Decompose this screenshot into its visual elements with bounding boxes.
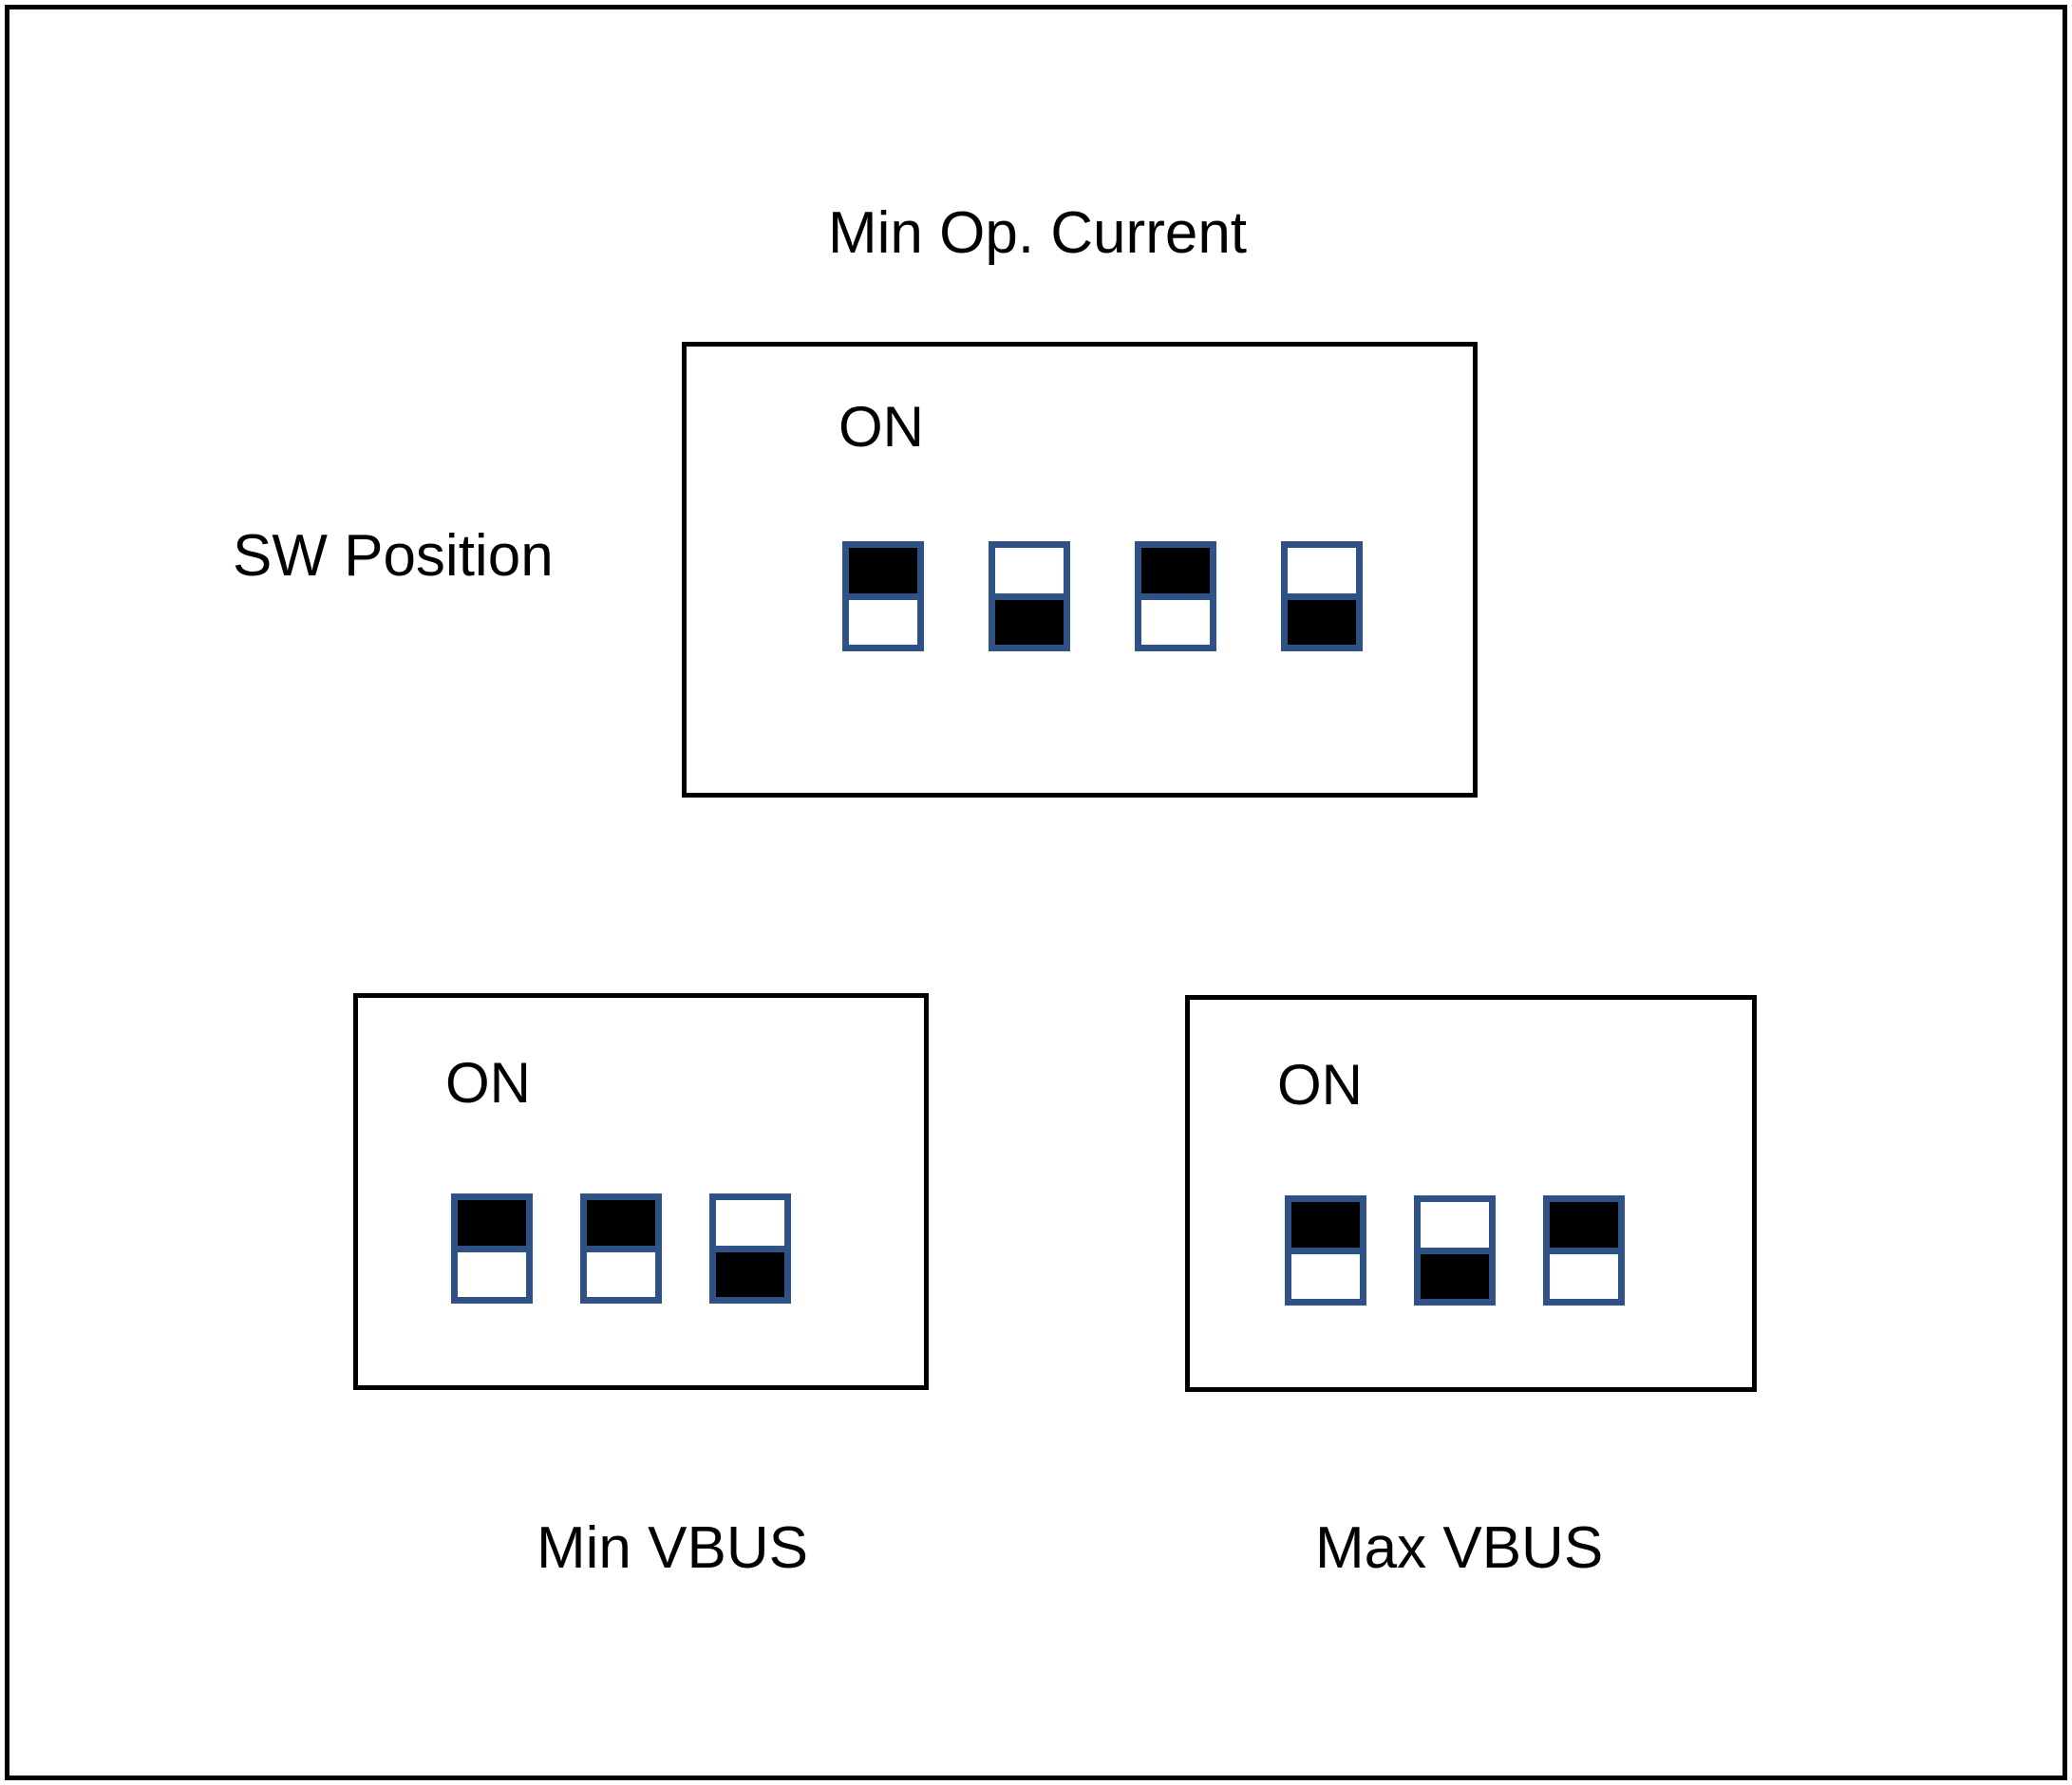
max-vbus-dip-switch-1-divider [1291,1247,1360,1254]
on-label-min-op-current: ON [838,395,924,459]
dip-switch-1-divider [849,592,917,600]
min-vbus-dip-switch-2[interactable] [580,1193,662,1304]
sw-position-label: SW Position [233,523,554,589]
max-vbus-dip-switch-3-divider [1550,1247,1618,1254]
min-vbus-dip-switch-3[interactable] [709,1193,791,1304]
diagram-outer-frame: Min Op. Current SW Position ON [5,5,2067,1780]
max-vbus-dip-switch-1-bottom [1291,1253,1360,1299]
dip-switch-1[interactable] [842,541,924,651]
min-vbus-dip-switch-2-bottom [587,1251,655,1297]
min-vbus-dip-switch-2-top [587,1200,655,1246]
switch-row-min-op-current [842,541,1363,651]
min-vbus-dip-switch-2-divider [587,1245,655,1252]
max-vbus-dip-switch-2-top [1421,1202,1489,1248]
on-label-max-vbus: ON [1277,1053,1363,1117]
max-vbus-dip-switch-2[interactable] [1414,1195,1496,1306]
min-vbus-dip-switch-1-divider [458,1245,526,1252]
min-op-current-title: Min Op. Current [828,200,1248,266]
min-vbus-caption: Min VBUS [537,1515,808,1581]
max-vbus-dip-switch-2-bottom [1421,1253,1489,1299]
min-vbus-dip-switch-1[interactable] [451,1193,533,1304]
min-vbus-dip-switch-3-bottom [716,1251,784,1297]
max-vbus-dip-switch-1-top [1291,1202,1360,1248]
dip-switch-1-bottom [849,599,917,645]
switch-row-max-vbus [1285,1195,1625,1306]
max-vbus-dip-switch-3-bottom [1550,1253,1618,1299]
min-vbus-dip-switch-1-top [458,1200,526,1246]
dip-switch-2-bottom [995,599,1064,645]
dip-switch-3-top [1141,548,1210,593]
dip-switch-3-bottom [1141,599,1210,645]
dip-switch-2-top [995,548,1064,593]
dip-switch-4[interactable] [1281,541,1363,651]
max-vbus-switch-bank[interactable]: ON [1185,995,1757,1392]
dip-switch-2-divider [995,592,1064,600]
min-vbus-dip-switch-3-top [716,1200,784,1246]
switch-row-min-vbus [451,1193,791,1304]
min-op-current-switch-bank[interactable]: ON [682,342,1478,798]
dip-switch-3-divider [1141,592,1210,600]
dip-switch-4-bottom [1288,599,1356,645]
dip-switch-3[interactable] [1135,541,1216,651]
dip-switch-4-divider [1288,592,1356,600]
dip-switch-4-top [1288,548,1356,593]
max-vbus-caption: Max VBUS [1315,1515,1604,1581]
min-vbus-dip-switch-1-bottom [458,1251,526,1297]
max-vbus-dip-switch-3[interactable] [1543,1195,1625,1306]
dip-switch-1-top [849,548,917,593]
on-label-min-vbus: ON [445,1051,531,1115]
max-vbus-dip-switch-3-top [1550,1202,1618,1248]
dip-switch-2[interactable] [989,541,1070,651]
min-vbus-dip-switch-3-divider [716,1245,784,1252]
max-vbus-dip-switch-2-divider [1421,1247,1489,1254]
max-vbus-dip-switch-1[interactable] [1285,1195,1366,1306]
min-vbus-switch-bank[interactable]: ON [353,993,929,1390]
